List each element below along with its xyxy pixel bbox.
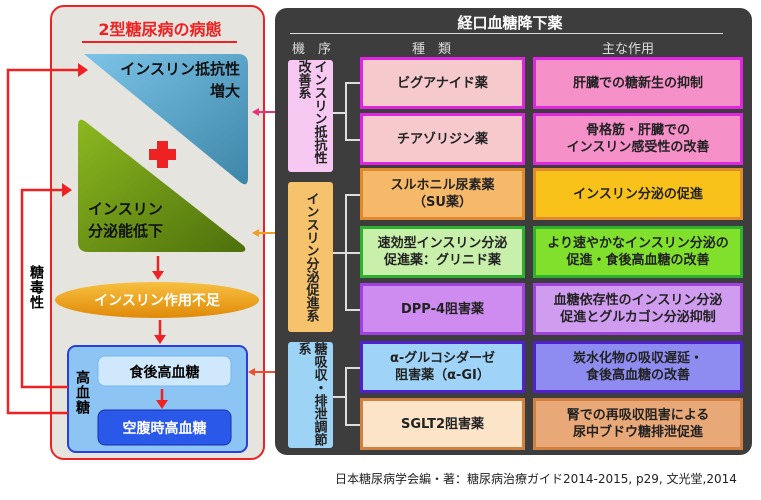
fasting-label: 空腹時高血糖 (122, 421, 207, 437)
drug-panel-title: 経口血糖降下薬 (457, 14, 563, 32)
header-type: 種 類 (412, 42, 452, 57)
action-cell: より速やかなインスリン分泌の 促進・食後高血糖の改善 (533, 226, 743, 278)
insufficiency-ellipse (55, 282, 259, 318)
glucotoxicity-label: 糖毒性 (26, 262, 46, 313)
action-cell: インスリン分泌の促進 (533, 168, 743, 220)
pathology-graphics (6, 54, 280, 453)
plus-icon (149, 141, 176, 168)
secretion-line-2: 分泌能低下 (88, 222, 164, 240)
action-cell: 腎での再吸収阻害による 尿中ブドウ糖排泄促進 (533, 398, 743, 450)
secretion-triangle (78, 119, 246, 252)
action-cell: 骨格筋・肝臓での インスリン感受性の改善 (533, 113, 743, 165)
action-cell: 炭水化物の吸収遅延・ 食後高血糖の改善 (533, 341, 743, 393)
resistance-label: インスリン抵抗性増大 (110, 58, 240, 102)
drug-cell: DPP-4阻害薬 (360, 283, 525, 335)
drug-cell: スルホニル尿素薬 （SU薬） (360, 168, 525, 220)
drug-cell: ビグアナイド薬 (360, 57, 525, 109)
category-insulin-resistance: インスリン抵抗性改善系 (288, 60, 333, 172)
resistance-line-1: インスリン抵抗性 (120, 60, 240, 78)
action-cell: 肝臓での糖新生の抑制 (533, 57, 743, 109)
insufficiency-label: インスリン作用不足 (94, 293, 220, 309)
secretion-line-1: インスリン (88, 200, 163, 218)
header-action: 主な作用 (602, 42, 655, 57)
resistance-triangle (84, 54, 248, 185)
citation: 日本糖尿病学会編・著：糖尿病治療ガイド2014-2015, p29, 文光堂,2… (335, 472, 737, 486)
title-divider (290, 33, 723, 34)
pathology-title: 2型糖尿病の病態 (98, 20, 222, 39)
category-label: インスリン分泌促進系 (303, 192, 319, 322)
header-mechanism: 機 序 (292, 42, 332, 57)
postprandial-box (97, 355, 232, 387)
category-label: インスリン抵抗性改善系 (295, 60, 327, 164)
drug-cell: 速効型インスリン分泌 促進薬：グリニド薬 (360, 226, 525, 278)
category-insulin-secretion: インスリン分泌促進系 (288, 182, 333, 332)
fasting-box (97, 409, 232, 446)
title-underline (82, 41, 237, 43)
resistance-line-2: 増大 (209, 82, 240, 100)
category-label: 糖吸収・排泄調節系 (295, 342, 327, 446)
secretion-label: インスリン分泌能低下 (88, 198, 163, 242)
drug-cell: チアゾリジン薬 (360, 113, 525, 165)
postprandial-label: 食後高血糖 (129, 365, 200, 381)
drug-cell: SGLT2阻害薬 (360, 398, 525, 450)
category-absorption-excretion: 糖吸収・排泄調節系 (288, 342, 333, 448)
drug-cell: α-グルコシダーゼ 阻害薬（α-GI） (360, 341, 525, 393)
hyperglycemia-label: 高血糖 (74, 370, 90, 415)
action-cell: 血糖依存性のインスリン分泌 促進とグルカゴン分泌抑制 (533, 283, 743, 335)
